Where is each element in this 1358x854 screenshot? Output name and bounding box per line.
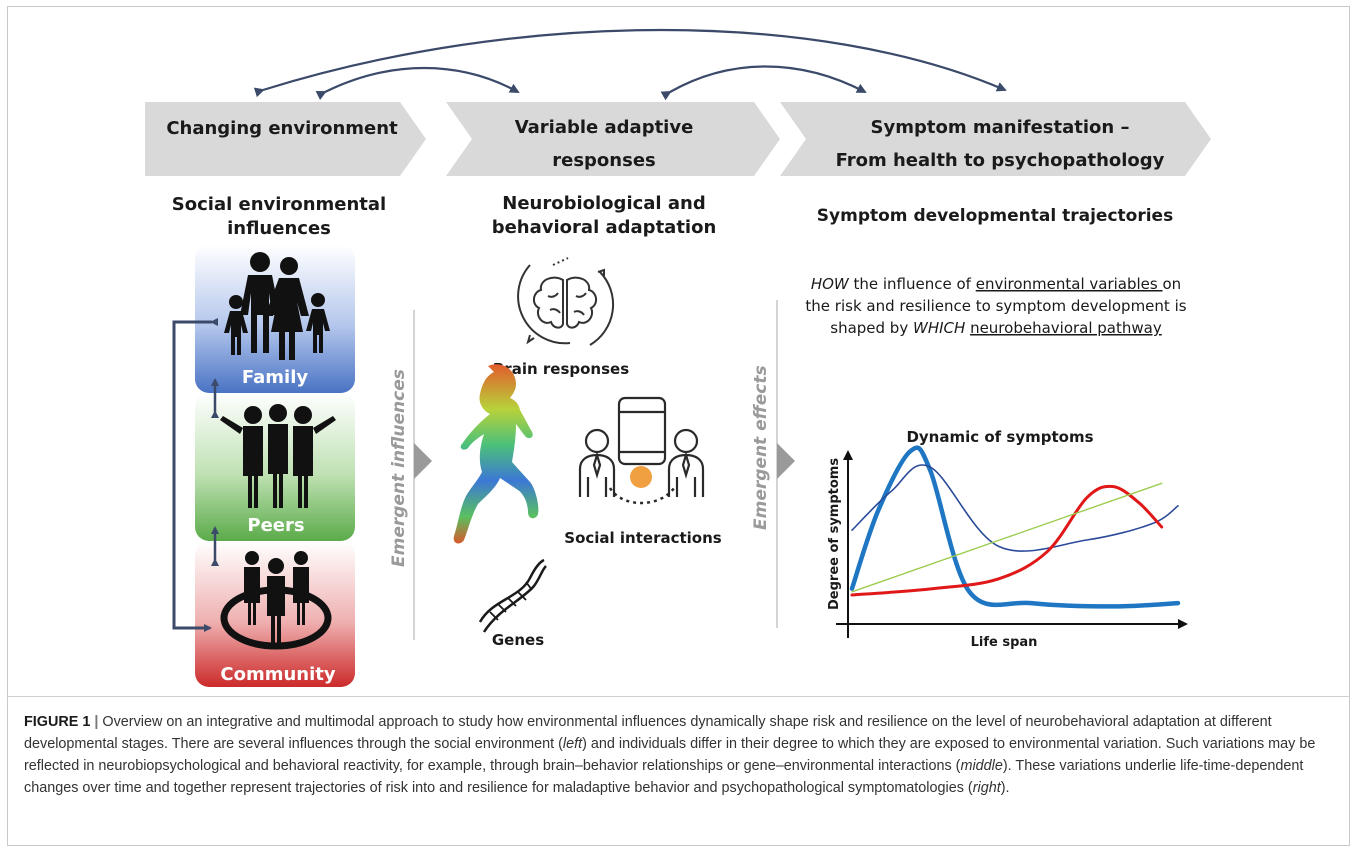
arc-arrow-left [315, 67, 520, 101]
divider-left-arrow [414, 443, 432, 479]
caption-right: right [972, 780, 1001, 796]
y-axis-label: Degree of symptoms [827, 458, 842, 610]
left-heading-line1: Social environmental [172, 194, 386, 215]
stage-changing-environment: Changing environment [166, 118, 398, 139]
series-line-thick-blue [849, 445, 1181, 609]
caption-middle: middle [960, 758, 1003, 774]
desc-which: WHICH [913, 319, 965, 337]
brain-icon [517, 257, 615, 346]
x-axis-label: Life span [971, 635, 1038, 650]
community-icon [220, 551, 332, 650]
description-line1: HOW the influence of environmental varia… [811, 275, 1181, 293]
caption-text-4: ). [1000, 780, 1010, 796]
family-box: Family [195, 245, 355, 393]
peers-label: Peers [247, 515, 304, 536]
series-line-red [850, 484, 1164, 597]
chevron-variable-responses [446, 102, 780, 176]
middle-heading-line2: behavioral adaptation [492, 217, 717, 238]
symptom-chart: Dynamic of symptoms Degree of symptoms L… [827, 428, 1188, 650]
emergent-influences-label: Emergent influences [389, 369, 409, 567]
interaction-dot [630, 466, 652, 488]
social-interactions-icon [578, 396, 705, 505]
figure-caption: FIGURE 1 | Overview on an integrative an… [24, 711, 1336, 799]
social-interactions-label: Social interactions [564, 529, 721, 547]
family-icon [224, 252, 330, 360]
middle-heading-line1: Neurobiological and [502, 193, 705, 214]
arc-arrow-right [660, 65, 867, 101]
peers-icon [220, 404, 336, 508]
arc-arrow-outer [253, 28, 1007, 98]
community-box: Community [195, 541, 355, 687]
caption-text-3: ). These variations underlie life-time-d… [24, 758, 1304, 796]
caption-figure-number: FIGURE 1 [24, 714, 91, 730]
stage-symptom-line1: Symptom manifestation – [871, 117, 1130, 138]
brain-responses-label: Brain responses [493, 360, 629, 378]
description-line2: the risk and resilience to symptom devel… [805, 297, 1186, 315]
diagram-canvas: Changing environment Variable adaptive r… [145, 28, 1211, 687]
desc-3a: shaped by [830, 319, 913, 337]
series-layer [849, 445, 1181, 609]
bracket-connector [172, 318, 218, 632]
caption-divider [7, 696, 1350, 697]
chart-title: Dynamic of symptoms [906, 428, 1093, 446]
chevron-symptom-manifestation [780, 102, 1211, 176]
child-figure [453, 364, 539, 544]
desc-1c: on [1163, 275, 1182, 293]
figure-frame [7, 6, 1350, 846]
series-line-green [851, 482, 1163, 593]
stage-variable-responses-line1: Variable adaptive [515, 117, 694, 138]
desc-1a: the influence of [849, 275, 976, 293]
divider-right-arrow [777, 443, 795, 479]
desc-pathway: neurobehavioral pathway [970, 319, 1162, 337]
family-label: Family [242, 367, 308, 388]
description-line3: shaped by WHICH neurobehavioral pathway [830, 319, 1162, 337]
chevron-changing-environment [145, 102, 426, 176]
caption-text-1: Overview on an integrative and multimoda… [24, 714, 1272, 752]
left-heading-line2: influences [227, 218, 331, 239]
peers-box: Peers [195, 393, 355, 541]
genes-label: Genes [492, 631, 544, 649]
desc-env-vars: environmental variables [976, 275, 1163, 293]
caption-text-2: ) and individuals differ in their degree… [24, 736, 1316, 774]
series-line-thin-blue [851, 464, 1179, 552]
desc-how: HOW [811, 275, 850, 293]
community-label: Community [220, 664, 335, 685]
dna-icon [478, 558, 547, 633]
caption-left: left [562, 736, 583, 752]
stage-symptom-line2: From health to psychopathology [836, 150, 1165, 171]
caption-separator: | [90, 714, 103, 730]
stage-variable-responses-line2: responses [552, 150, 656, 171]
right-heading: Symptom developmental trajectories [817, 206, 1173, 226]
emergent-effects-label: Emergent effects [751, 365, 771, 530]
